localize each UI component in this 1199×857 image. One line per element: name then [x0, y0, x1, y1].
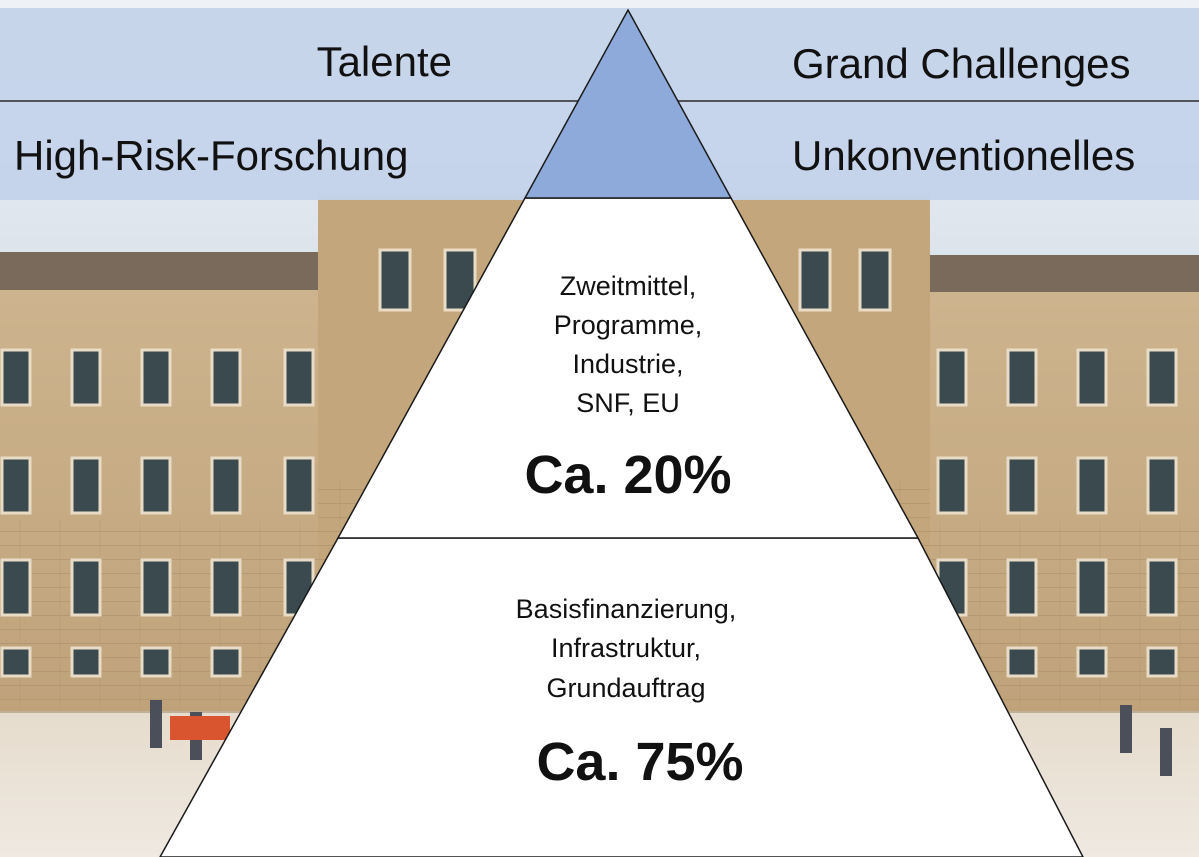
person-figure — [150, 700, 162, 748]
building-window — [1146, 646, 1178, 678]
building-window — [1076, 558, 1108, 617]
building-window — [0, 348, 32, 407]
building-window — [210, 456, 242, 515]
middle-tier-line-4: SNF, EU — [576, 388, 680, 418]
building-window — [936, 456, 968, 515]
red-bench — [170, 716, 230, 740]
building-window — [858, 248, 892, 312]
building-window — [1006, 558, 1038, 617]
middle-tier-share: Ca. 20% — [524, 445, 731, 505]
building-window — [378, 248, 412, 312]
building-window — [210, 558, 242, 617]
building-window — [1076, 646, 1108, 678]
building-window — [798, 248, 832, 312]
building-window — [283, 348, 315, 407]
building-window — [140, 558, 172, 617]
pyramid — [159, 8, 1084, 857]
person-figure — [1160, 728, 1172, 776]
building-window — [1006, 456, 1038, 515]
middle-tier-line-2: Programme, — [554, 310, 703, 340]
bottom-tier-line-3: Grundauftrag — [546, 673, 705, 703]
building-window — [1146, 348, 1178, 407]
building-window — [1146, 558, 1178, 617]
banner-label-unkonventionelles: Unkonventionelles — [792, 132, 1135, 179]
middle-tier-line-3: Industrie, — [572, 349, 683, 379]
building-window — [70, 558, 102, 617]
building-window — [1146, 456, 1178, 515]
building-window — [0, 558, 32, 617]
banner-label-grand-challenges: Grand Challenges — [792, 40, 1131, 87]
bottom-tier-line-2: Infrastruktur, — [551, 633, 701, 663]
building-window — [210, 646, 242, 678]
pyramid-apex-tier — [523, 8, 733, 199]
building-window — [1006, 646, 1038, 678]
middle-tier-line-1: Zweitmittel, — [560, 271, 697, 301]
building-window — [283, 456, 315, 515]
building-window — [1076, 456, 1108, 515]
plaza-people — [150, 700, 1172, 776]
banner-label-high-risk-forschung: High-Risk-Forschung — [14, 132, 408, 179]
banner-label-talente: Talente — [317, 38, 452, 85]
person-figure — [1120, 705, 1132, 753]
building-window — [210, 348, 242, 407]
building-window — [1076, 348, 1108, 407]
building-window — [70, 348, 102, 407]
bottom-tier-share: Ca. 75% — [536, 732, 743, 792]
building-window — [0, 646, 32, 678]
building-window — [936, 348, 968, 407]
building-window — [140, 456, 172, 515]
building-window — [70, 456, 102, 515]
bottom-tier-line-1: Basisfinanzierung, — [516, 594, 737, 624]
left-wing-roof — [0, 252, 330, 292]
building-window — [140, 646, 172, 678]
building-window — [1006, 348, 1038, 407]
right-wing-roof — [930, 255, 1199, 295]
building-window — [70, 646, 102, 678]
building-window — [140, 348, 172, 407]
building-window — [0, 456, 32, 515]
